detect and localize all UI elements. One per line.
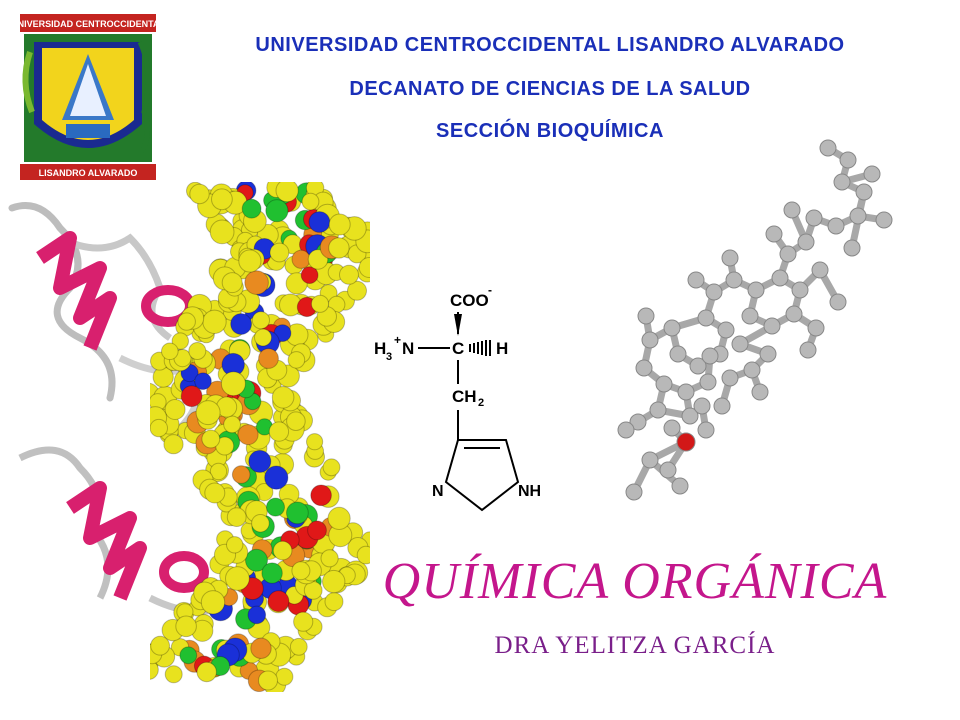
ring-nh: NH: [518, 483, 541, 500]
logo-top-text: UNIVERSIDAD CENTROCCIDENTAL: [14, 19, 162, 29]
amine-sub: 3: [386, 351, 392, 363]
dna-space-fill: [150, 182, 370, 692]
presentation-title: QUÍMICA ORGÁNICA: [382, 553, 888, 610]
author-name: DRA YELITZA GARCÍA: [494, 632, 776, 659]
alpha-h: H: [496, 339, 508, 358]
steroid-ball-and-stick: [617, 139, 893, 501]
section-name: SECCIÓN BIOQUÍMICA: [436, 120, 664, 142]
histidine-structure: COO - H 3 + N C H CH 2 N NH: [374, 283, 541, 512]
amine-charge: +: [394, 333, 401, 347]
amine-n: N: [402, 339, 414, 358]
logo-bottom-text: LISANDRO ALVARADO: [39, 168, 138, 178]
ring-n: N: [432, 483, 444, 500]
university-name: UNIVERSIDAD CENTROCCIDENTAL LISANDRO ALV…: [255, 34, 845, 56]
alpha-carbon: C: [452, 339, 464, 358]
carboxyl-charge: -: [488, 283, 492, 297]
carboxyl-label: COO: [450, 291, 489, 310]
university-logo-seal: UNIVERSIDAD CENTROCCIDENTAL LISANDRO ALV…: [14, 12, 162, 182]
amine-h: H: [374, 339, 386, 358]
faculty-name: DECANATO DE CIENCIAS DE LA SALUD: [349, 78, 751, 100]
methylene-sub: 2: [478, 397, 484, 409]
methylene: CH: [452, 387, 477, 406]
